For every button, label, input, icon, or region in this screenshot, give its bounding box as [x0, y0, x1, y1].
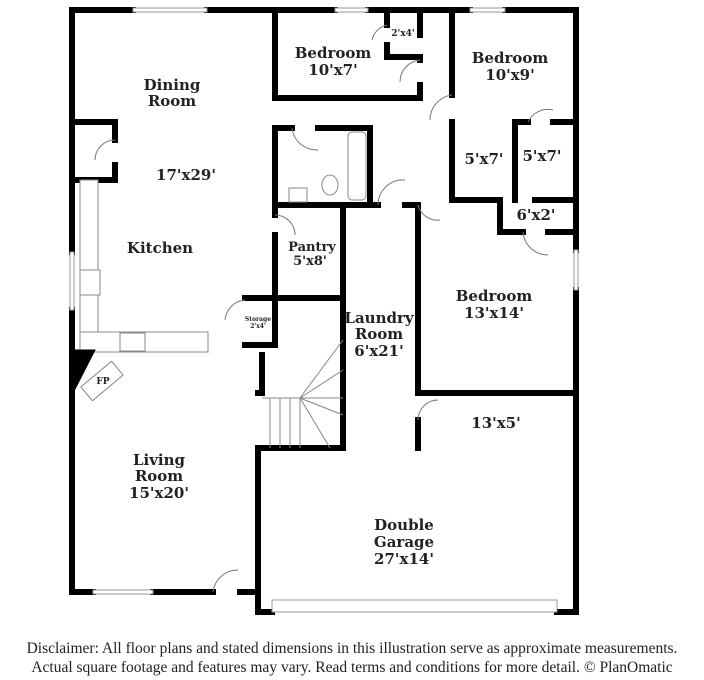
floor-plan: Dining Room 17'x29' Kitchen Bedroom 10'x… — [69, 7, 579, 615]
bedroom-top-dims: 10'x7' — [308, 61, 357, 79]
storage-name: Storage — [245, 316, 271, 323]
kitchen-name: Kitchen — [127, 239, 193, 257]
disclaimer-line-1: Disclaimer: All floor plans and stated d… — [26, 640, 678, 657]
closet-c-dims: 6'x2' — [516, 206, 555, 224]
bedroom-right-name: Bedroom — [472, 49, 549, 67]
pantry-name: Pantry — [288, 240, 336, 255]
stove-icon — [119, 332, 146, 352]
doors — [94, 24, 554, 593]
disclaimer-line-2: Actual square footage and features may v… — [31, 659, 673, 676]
labels: Dining Room 17'x29' Kitchen Bedroom 10'x… — [96, 29, 561, 568]
garage-door — [271, 599, 558, 613]
living-name-2: Room — [135, 467, 183, 485]
dining-name-1: Dining — [144, 76, 201, 94]
living-name-1: Living — [133, 451, 186, 469]
garage-nook-dims: 13'x5' — [471, 414, 520, 432]
storage-dims: 2'x4' — [250, 323, 266, 330]
windows — [69, 7, 579, 613]
laundry-name-2: Room — [355, 325, 403, 343]
stairs — [262, 339, 344, 449]
fixtures — [71, 131, 367, 449]
living-dims: 15'x20' — [129, 484, 189, 502]
pantry-dims: 5'x8' — [293, 254, 327, 269]
laundry-dims: 6'x21' — [354, 342, 403, 360]
garage-dims: 27'x14' — [374, 550, 434, 568]
fireplace — [80, 360, 124, 402]
kitchen-counter — [79, 179, 99, 351]
laundry-name-1: Laundry — [344, 309, 414, 327]
garage-name-2: Garage — [374, 533, 434, 551]
closet-b-dims: 5'x7' — [522, 147, 561, 165]
bedroom-main-dims: 13'x14' — [464, 304, 524, 322]
toilet-icon — [321, 174, 339, 196]
dining-dims: 17'x29' — [156, 166, 216, 184]
closet-top-dims: 2'x4' — [391, 29, 414, 39]
walls — [69, 7, 579, 615]
bedroom-top-name: Bedroom — [295, 44, 372, 62]
dining-name-2: Room — [148, 92, 196, 110]
sink-icon — [79, 269, 101, 296]
bathtub-icon — [347, 131, 367, 201]
bath-sink-icon — [288, 187, 308, 203]
fireplace-label: FP — [96, 377, 109, 387]
bedroom-right-dims: 10'x9' — [485, 66, 534, 84]
bedroom-main-name: Bedroom — [456, 287, 533, 305]
garage-name-1: Double — [374, 516, 434, 534]
closet-a-dims: 5'x7' — [464, 150, 503, 168]
